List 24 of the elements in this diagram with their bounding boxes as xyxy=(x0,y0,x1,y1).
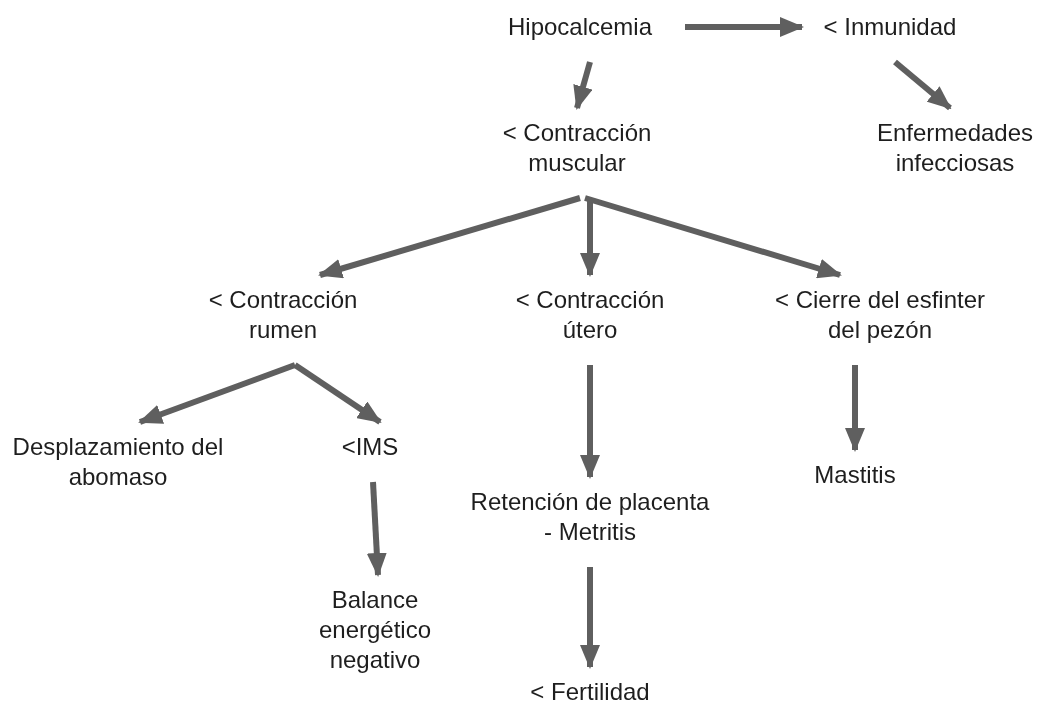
node-label: < Contracción útero xyxy=(490,285,690,345)
arrow xyxy=(138,362,297,425)
node-label: < Contracción rumen xyxy=(183,285,383,345)
arrow xyxy=(580,567,600,669)
node-label: < Contracción muscular xyxy=(477,118,677,178)
node-label: Hipocalcemia xyxy=(495,12,665,42)
arrow xyxy=(685,17,804,37)
arrow xyxy=(573,61,593,110)
node-label: Retención de placenta - Metritis xyxy=(470,487,710,547)
arrow xyxy=(318,195,581,279)
node-label: <IMS xyxy=(325,432,415,462)
node-label: < Inmunidad xyxy=(810,12,970,42)
arrow xyxy=(580,365,600,479)
node-label: Desplazamiento del abomaso xyxy=(3,432,233,492)
node-label: Mastitis xyxy=(800,460,910,490)
arrow xyxy=(584,195,842,279)
node-label: < Cierre del esfinter del pezón xyxy=(770,285,990,345)
node-label: Enfermedades infecciosas xyxy=(865,118,1045,178)
arrow xyxy=(845,365,865,452)
arrow xyxy=(293,362,382,425)
arrow xyxy=(366,481,387,577)
node-label: < Fertilidad xyxy=(510,677,670,707)
arrow xyxy=(893,59,952,111)
node-label: Balance energético negativo xyxy=(300,585,450,675)
